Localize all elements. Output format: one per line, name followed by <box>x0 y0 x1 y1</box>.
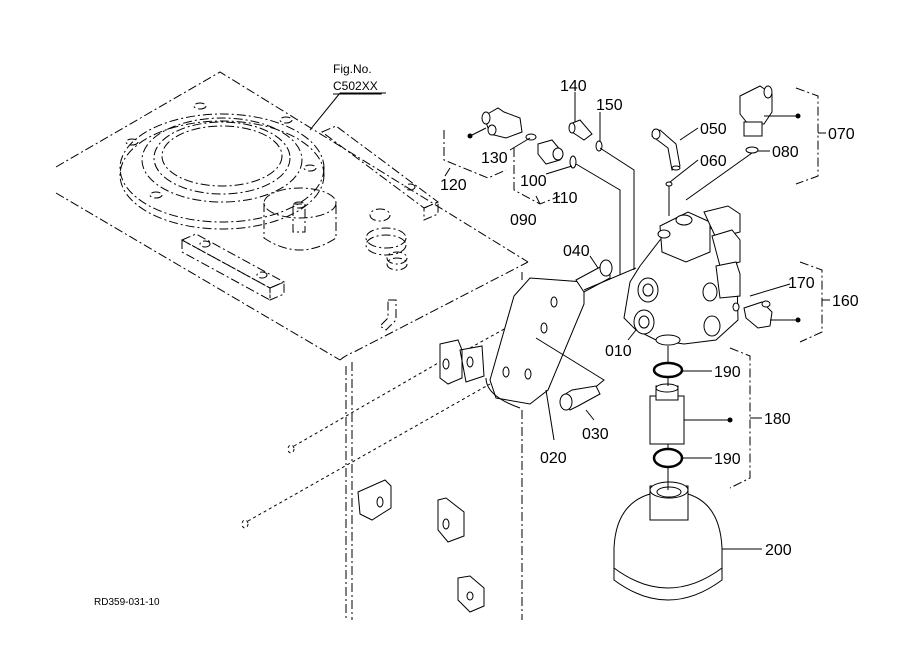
part-label-170: 170 <box>788 275 815 292</box>
part-label-050: 050 <box>700 121 727 138</box>
filler-cup <box>263 187 337 251</box>
part-label-150: 150 <box>596 97 623 114</box>
part-label-090: 090 <box>510 212 537 229</box>
part-label-070: 070 <box>828 126 855 143</box>
part-140-nipple <box>568 119 593 141</box>
part-160-elbow <box>743 300 773 329</box>
part-100-adapter <box>537 139 564 165</box>
drawing-code: RD359-031-10 <box>94 597 160 608</box>
fig-no-value: C502XX <box>333 79 378 93</box>
part-label-110: 110 <box>552 190 578 207</box>
part-070-switch <box>739 85 773 137</box>
part-label-060: 060 <box>700 153 727 170</box>
part-label-160: 160 <box>832 293 859 310</box>
part-label-140: 140 <box>560 78 587 95</box>
part-200-canister <box>613 481 723 601</box>
part-120-tee <box>481 107 523 139</box>
part-label-080: 080 <box>772 144 799 161</box>
part-label-190-lower: 190 <box>714 451 741 468</box>
screw-leaders <box>241 327 507 529</box>
leader-lines <box>309 92 830 550</box>
top-fittings <box>365 208 408 331</box>
part-label-190-upper: 190 <box>714 364 741 381</box>
wall-clips <box>357 339 485 613</box>
fig-no-label: Fig.No. <box>333 62 372 76</box>
part-180-adapter <box>649 383 685 445</box>
part-label-040: 040 <box>563 243 590 260</box>
part-label-100: 100 <box>520 173 547 190</box>
part-050-elbow <box>651 128 681 171</box>
part-label-130: 130 <box>481 150 508 167</box>
part-label-120: 120 <box>440 177 467 194</box>
part-080-oring <box>745 146 759 154</box>
part-label-200: 200 <box>765 542 792 559</box>
part-150-oring <box>595 140 603 152</box>
part-label-030: 030 <box>582 426 609 443</box>
part-170-oring <box>732 302 740 312</box>
part-label-020: 020 <box>540 450 567 467</box>
part-060-oring <box>665 181 673 187</box>
part-label-010: 010 <box>605 343 632 360</box>
part-190-oring-upper <box>652 361 684 379</box>
part-030-bolt <box>559 385 601 411</box>
part-110-oring <box>569 155 577 169</box>
tank-flange <box>119 102 325 230</box>
top-brackets <box>180 125 439 301</box>
assembly-centerlines <box>575 147 753 490</box>
group-brackets <box>443 87 823 489</box>
part-040-barb <box>575 259 637 293</box>
part-010-valve-block <box>623 205 741 346</box>
part-label-180: 180 <box>764 411 791 428</box>
tank-housing <box>55 71 529 620</box>
part-190-oring-lower <box>652 447 684 469</box>
